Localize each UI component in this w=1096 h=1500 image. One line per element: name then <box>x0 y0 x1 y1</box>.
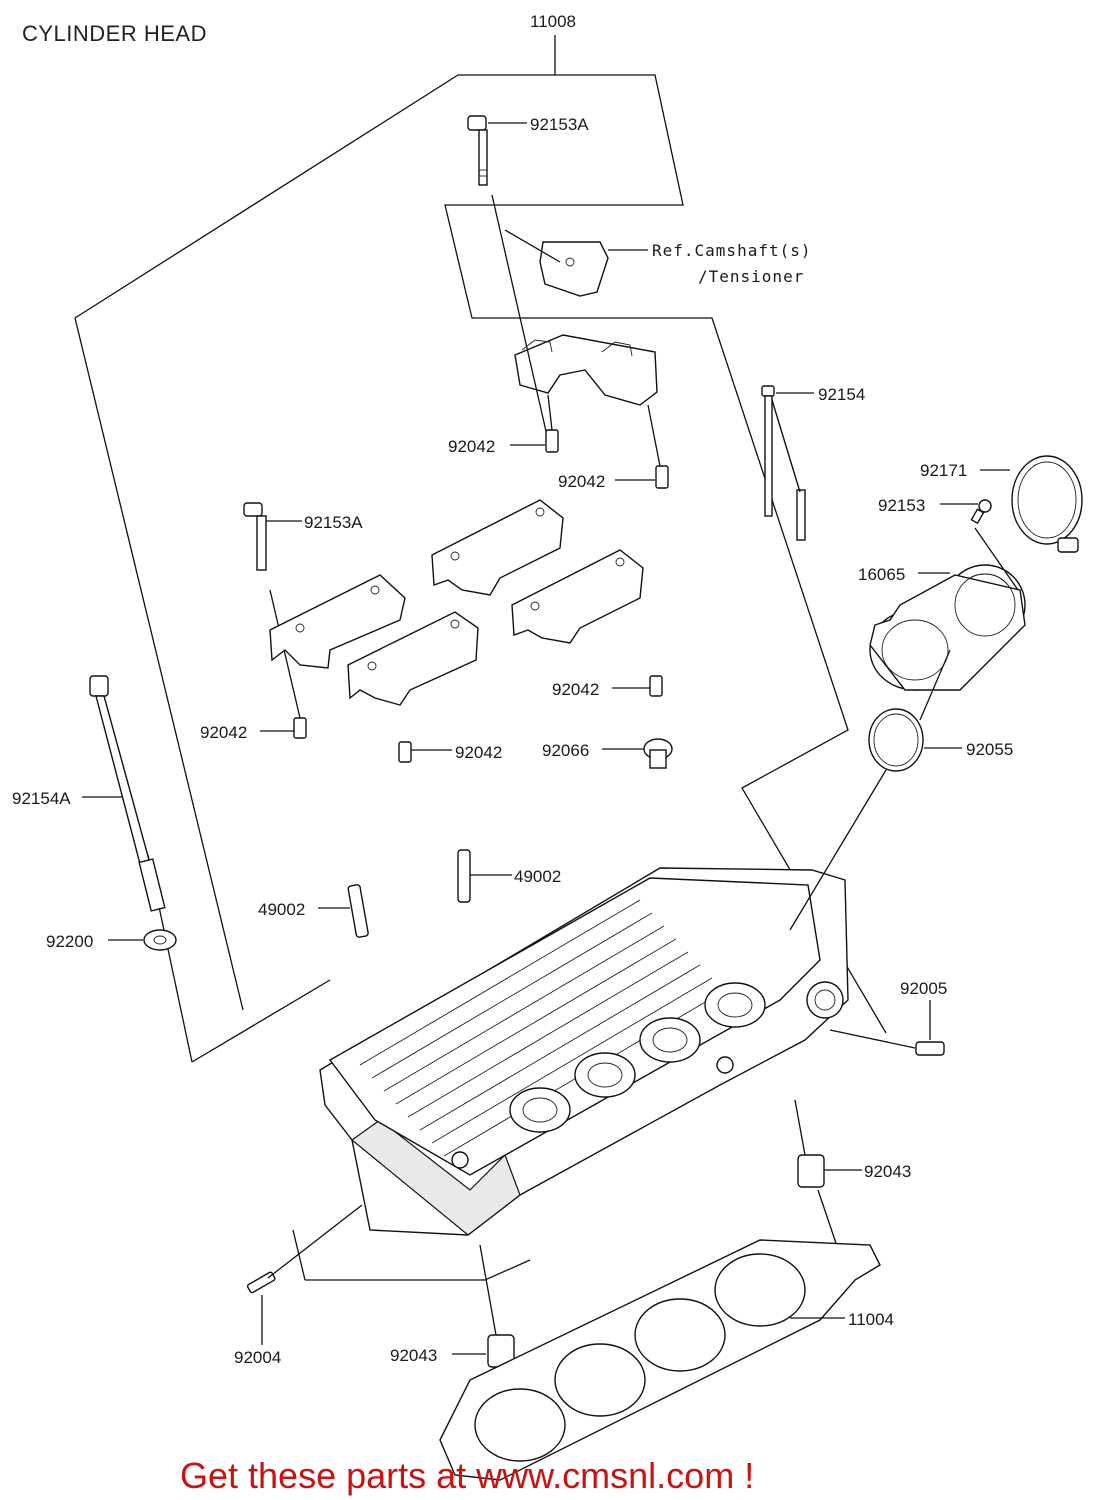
label-92171: 92171 <box>920 461 967 480</box>
bolt-92153A-mid <box>243 502 302 719</box>
label-49002-b: 49002 <box>258 900 305 919</box>
diagram-title: CYLINDER HEAD <box>22 21 207 46</box>
label-92055: 92055 <box>966 740 1013 759</box>
o-ring-92055 <box>789 649 962 931</box>
dowel-92042-e <box>649 675 663 697</box>
bolt-92154 <box>761 385 814 541</box>
label-92042-d: 92042 <box>455 743 502 762</box>
washer-92200 <box>108 929 177 951</box>
promo-link[interactable]: Get these parts at www.cmsnl.com ! <box>180 1455 754 1496</box>
stud-92004 <box>246 1204 363 1345</box>
bolt-92153A-top <box>467 115 549 441</box>
screw-92153 <box>940 499 992 525</box>
label-92042-e: 92042 <box>552 680 599 699</box>
assembly-frame-11008 <box>74 35 887 1281</box>
label-92200: 92200 <box>46 932 93 951</box>
label-92005: 92005 <box>900 979 947 998</box>
cam-cap-left <box>269 574 406 669</box>
label-92153A-mid: 92153A <box>304 513 363 532</box>
cylinder-head-body <box>319 867 849 1236</box>
fitting-92005 <box>829 1000 945 1056</box>
label-92154: 92154 <box>818 385 865 404</box>
holder-16065 <box>869 527 1026 691</box>
camshaft-tensioner-bracket <box>504 229 648 297</box>
dowel-92042-d <box>398 741 412 763</box>
bolt-92154A <box>82 675 166 912</box>
label-92042-c: 92042 <box>200 723 247 742</box>
dowel-92042-a <box>545 429 559 453</box>
label-49002-a: 49002 <box>514 867 561 886</box>
label-92042-b: 92042 <box>558 472 605 491</box>
dowel-92043-bottom <box>452 1244 515 1368</box>
label-92043-b: 92043 <box>390 1346 437 1365</box>
dowel-92042-c <box>293 717 307 739</box>
cam-cap-upper <box>514 334 658 406</box>
label-92153: 92153 <box>878 496 925 515</box>
label-92153A-top: 92153A <box>530 115 589 134</box>
label-92066: 92066 <box>542 741 589 760</box>
label-11008: 11008 <box>530 12 576 31</box>
dowel-92042-b <box>655 465 669 489</box>
label-11004: 11004 <box>848 1310 894 1329</box>
band-92171 <box>980 455 1083 553</box>
part-labels: 11008 92153A Ref.Camshaft(s) /Tensioner … <box>12 12 1013 1367</box>
label-92154A: 92154A <box>12 789 71 808</box>
ref-note-line1: Ref.Camshaft(s) <box>652 241 812 260</box>
label-16065: 16065 <box>858 565 905 584</box>
dowel-92043-right <box>794 1099 862 1256</box>
cam-cap-rear-a <box>431 499 564 596</box>
plug-92066 <box>602 738 673 769</box>
head-gasket-11004 <box>439 1239 881 1481</box>
label-92042-a: 92042 <box>448 437 495 456</box>
ref-note-line2: /Tensioner <box>698 267 804 286</box>
cam-cap-middle <box>347 611 479 706</box>
valve-guide-49002-a <box>457 849 512 903</box>
cam-cap-rear-b <box>511 549 644 644</box>
label-92004: 92004 <box>234 1348 281 1367</box>
label-92043-a: 92043 <box>864 1162 911 1181</box>
valve-guide-49002-b <box>318 884 369 938</box>
